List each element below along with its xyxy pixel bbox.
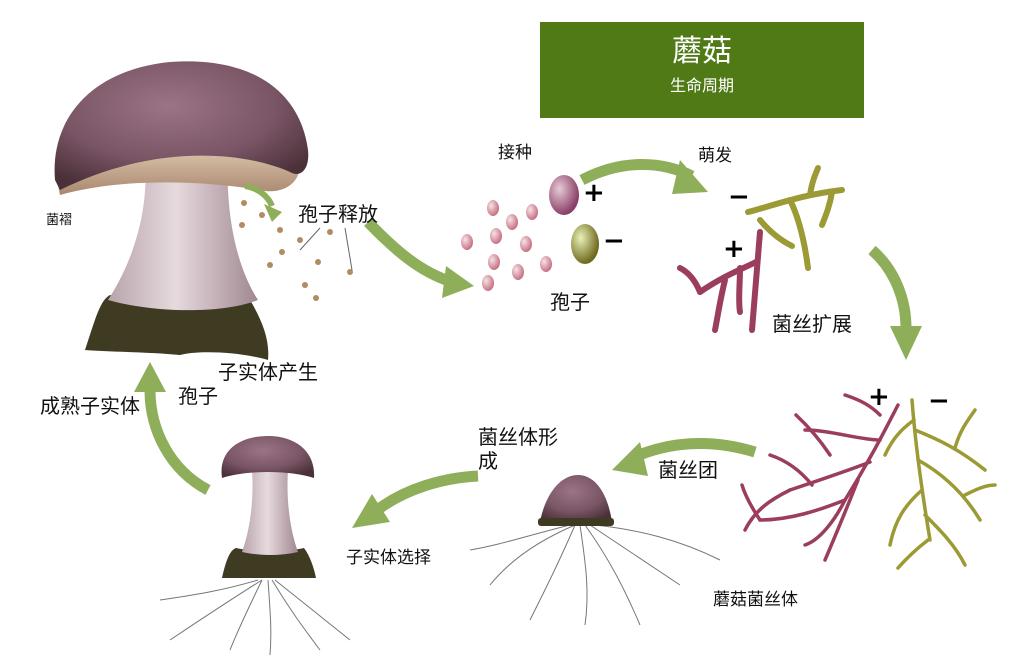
large-mushroom-volva bbox=[85, 295, 269, 360]
sign-minus-mycelium: − bbox=[928, 386, 950, 416]
primordium bbox=[469, 475, 721, 626]
label-mycelium-formation: 菌丝体形成 bbox=[478, 425, 558, 473]
label-germination: 萌发 bbox=[698, 146, 732, 166]
sign-plus-spore: + bbox=[583, 178, 605, 208]
sign-minus-hypha: − bbox=[728, 182, 750, 212]
spore-leader-lines bbox=[299, 227, 353, 271]
title-main: 蘑菇 bbox=[672, 34, 732, 69]
label-mushroom-mycelium: 蘑菇菌丝体 bbox=[713, 590, 798, 610]
label-fruiting-body-selection: 子实体选择 bbox=[346, 548, 431, 568]
mycelium-minus bbox=[883, 398, 997, 570]
large-mushroom bbox=[54, 61, 309, 360]
released-spores bbox=[239, 200, 353, 301]
label-hyphal-knot: 菌丝团 bbox=[658, 458, 718, 482]
title-box: 蘑菇 生命周期 bbox=[540, 22, 864, 118]
label-spore-release: 孢子释放 bbox=[298, 202, 378, 226]
label-spores: 孢子 bbox=[550, 290, 590, 314]
young-mushroom bbox=[159, 436, 351, 656]
germinating-hypha-minus bbox=[745, 165, 845, 271]
sign-minus-spore: − bbox=[603, 226, 625, 256]
spore-minus bbox=[571, 224, 599, 264]
gill-to-spore-arrow bbox=[244, 183, 275, 208]
title-sub: 生命周期 bbox=[669, 76, 734, 95]
sign-plus-mycelium: + bbox=[868, 382, 890, 412]
label-hyphae-expansion: 菌丝扩展 bbox=[772, 312, 852, 336]
label-mature-fruiting-body: 成熟子实体 bbox=[40, 394, 140, 418]
spore-cluster bbox=[461, 200, 552, 291]
label-spores-2: 孢子 bbox=[178, 384, 218, 408]
cycle-arrows bbox=[134, 158, 922, 528]
label-gills: 菌褶 bbox=[46, 213, 73, 228]
spore-plus bbox=[549, 175, 579, 215]
large-mushroom-cap bbox=[54, 61, 309, 191]
large-mushroom-stem bbox=[108, 160, 258, 311]
sign-plus-hypha: + bbox=[723, 234, 745, 264]
label-fruiting-body-produces: 子实体产生 bbox=[218, 360, 318, 384]
germinating-hypha-plus bbox=[677, 229, 763, 333]
mycelium-plus bbox=[740, 393, 900, 562]
label-inoculation: 接种 bbox=[498, 143, 532, 163]
